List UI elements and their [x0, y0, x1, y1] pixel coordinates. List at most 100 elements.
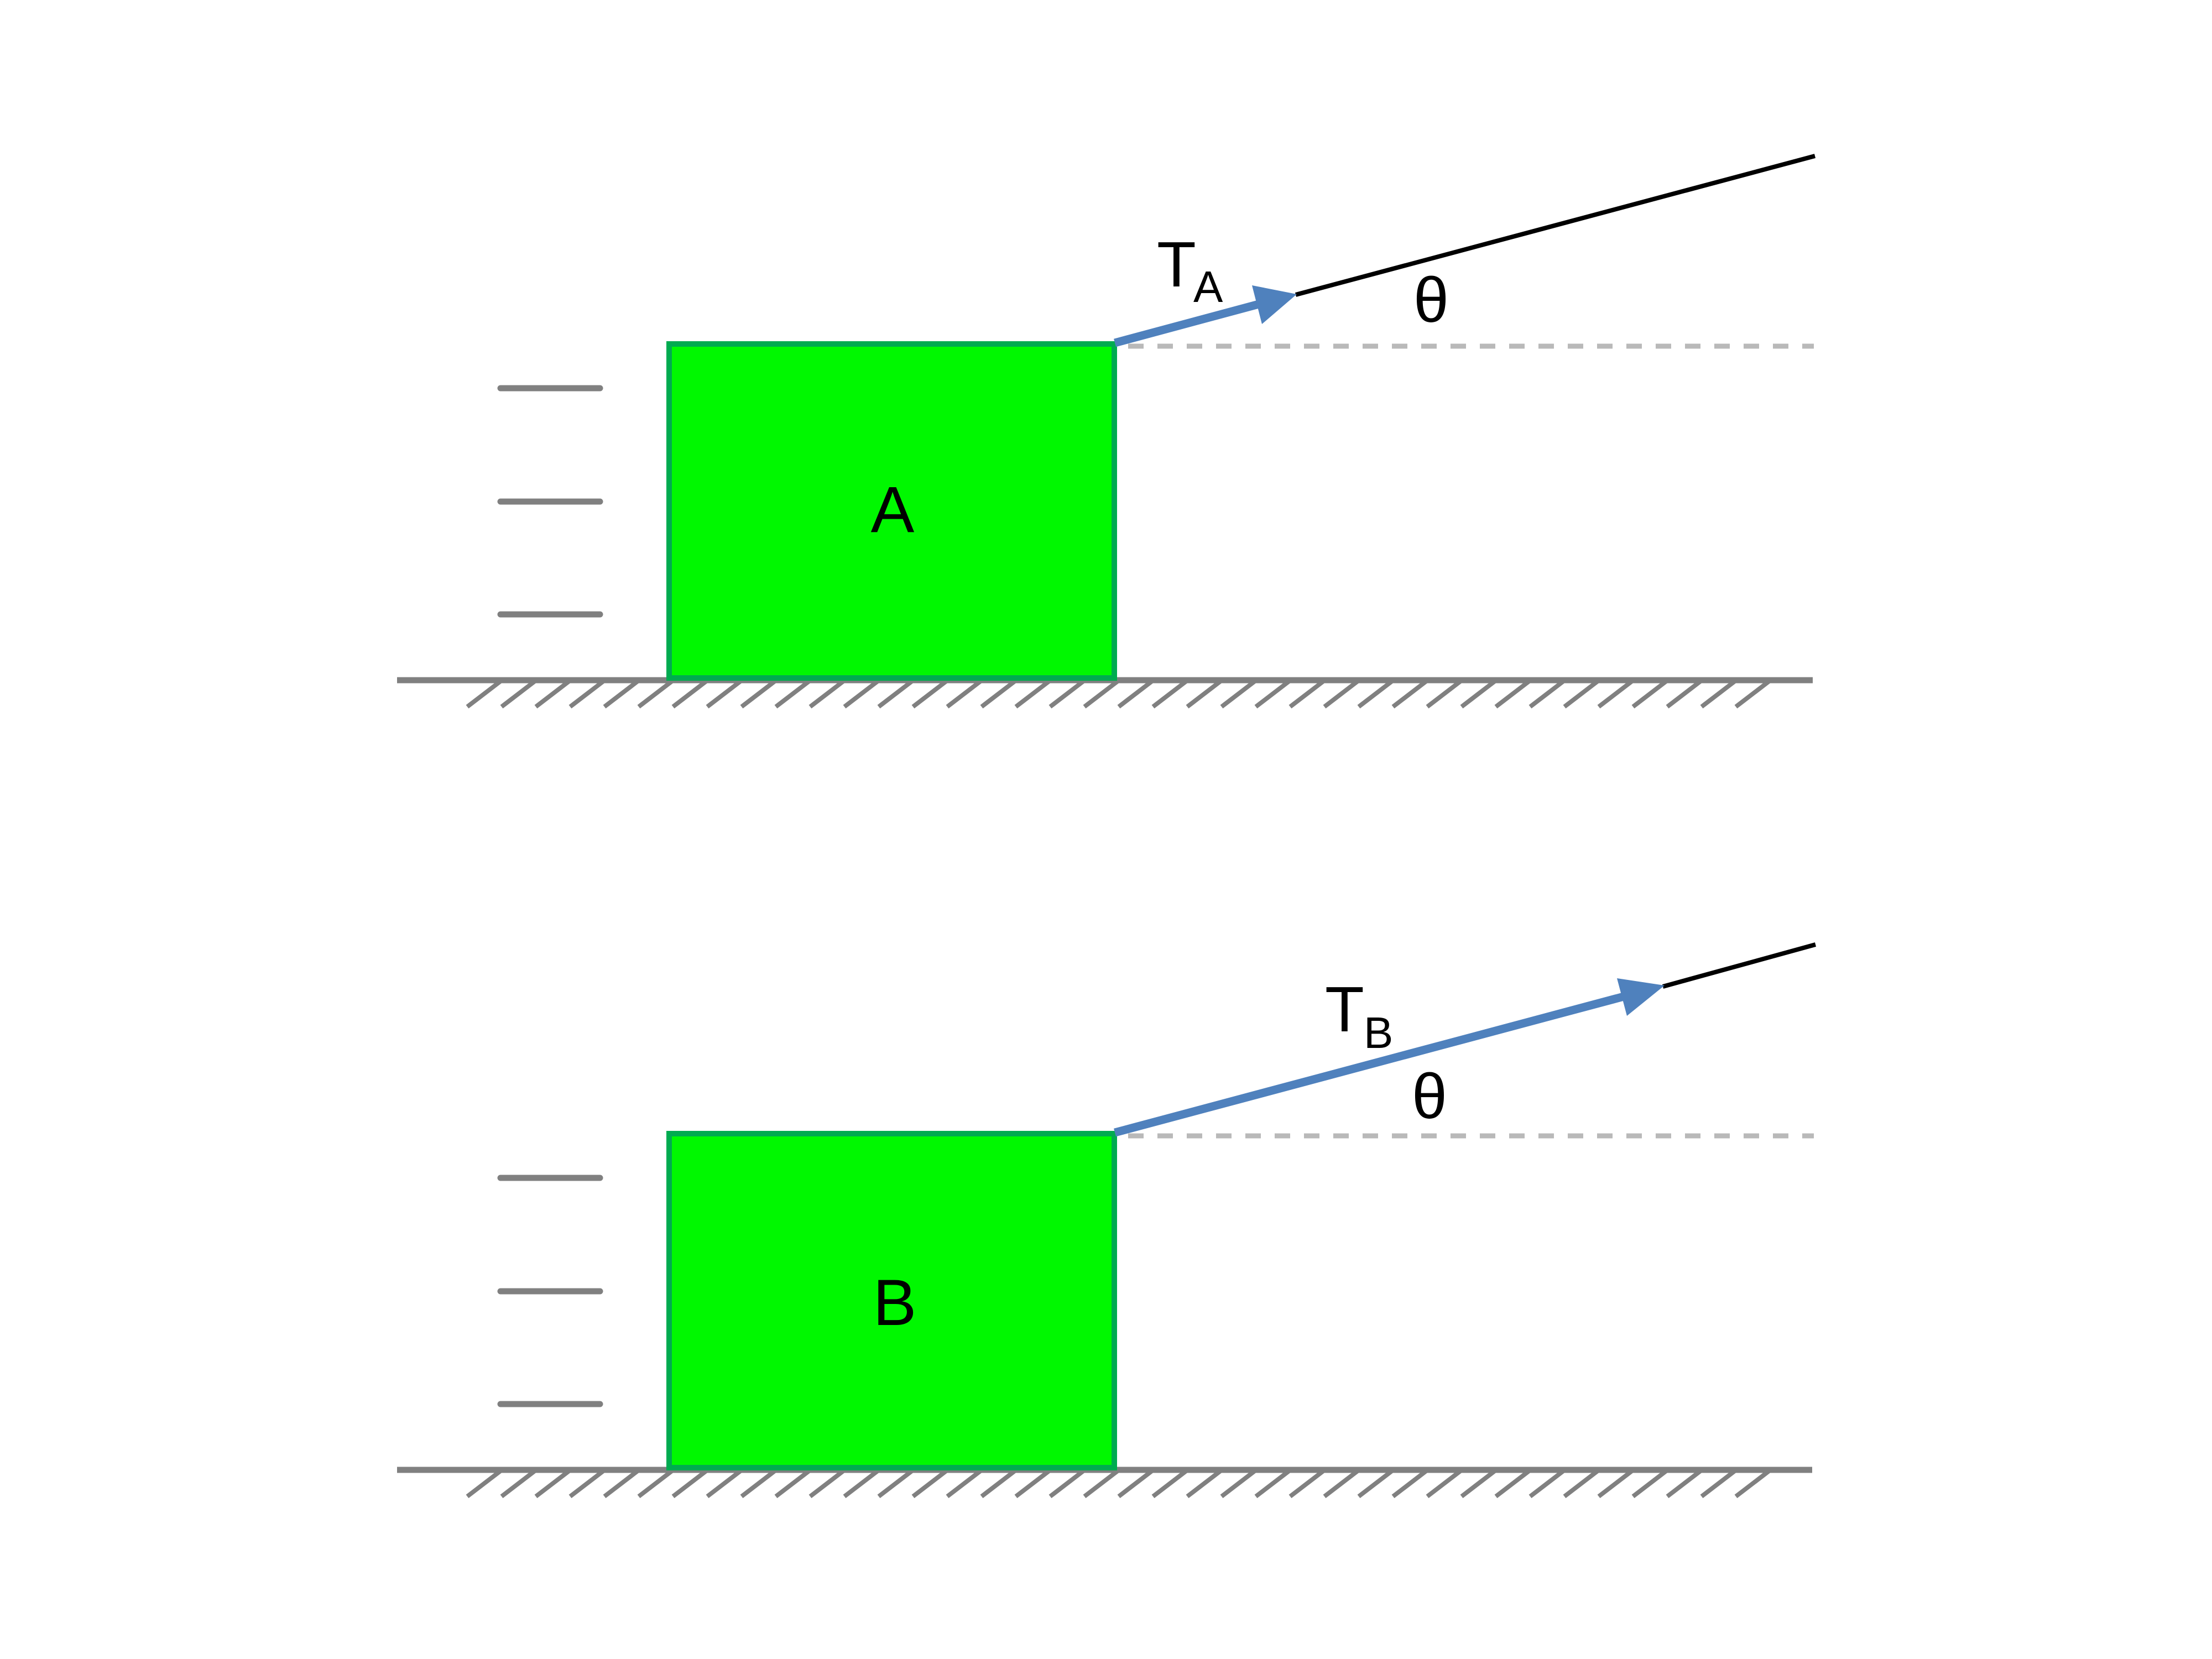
hatch-mark: [1151, 679, 1188, 709]
hatch-mark: [1734, 1469, 1771, 1499]
hatch-mark: [1083, 1469, 1119, 1499]
hatch-mark: [706, 1469, 742, 1499]
hatch-mark: [946, 1469, 982, 1499]
hatch-mark: [1048, 1469, 1085, 1499]
hatch-mark: [1631, 679, 1668, 709]
block-b: [666, 1131, 1117, 1470]
hatch-mark: [637, 1469, 674, 1499]
hatch-mark: [1563, 1469, 1599, 1499]
tension-arrow-a-shaft: [1114, 299, 1262, 347]
hatch-mark: [808, 679, 845, 709]
hatch-mark: [1494, 1469, 1531, 1499]
hatch-mark: [1666, 1469, 1702, 1499]
hatch-mark: [1014, 679, 1051, 709]
hatch-mark: [603, 679, 639, 709]
hatch-mark: [1426, 1469, 1462, 1499]
tension-label-b-main: T: [1325, 973, 1364, 1045]
hatch-mark: [1666, 679, 1702, 709]
hatch-mark: [877, 679, 914, 709]
tension-label-a-sub: A: [1193, 262, 1223, 311]
hatch-mark: [980, 679, 1016, 709]
hatch-mark: [1357, 679, 1394, 709]
hatch-mark: [671, 1469, 708, 1499]
tension-arrow-b-shaft: [1114, 992, 1627, 1137]
hatch-mark: [1220, 679, 1256, 709]
hatch-mark: [1254, 1469, 1291, 1499]
motion-dashes: [497, 1175, 603, 1407]
hatch-mark: [1117, 1469, 1154, 1499]
block-a: [666, 341, 1117, 681]
hatch-mark: [1631, 1469, 1668, 1499]
angle-label-b: θ: [1412, 1061, 1447, 1132]
hatch-mark: [1597, 679, 1634, 709]
rope-b: [1662, 942, 1817, 989]
diagram-block-a: A T A θ: [397, 154, 1816, 709]
hatch-mark: [1460, 679, 1496, 709]
hatch-mark: [1048, 679, 1085, 709]
hatch-mark: [946, 679, 982, 709]
tension-arrow-a-head: [1252, 285, 1297, 324]
hatch-mark: [740, 1469, 776, 1499]
hatch-mark: [1151, 1469, 1188, 1499]
tension-arrow-b: [1114, 978, 1665, 1137]
ground-hatching: [466, 679, 1771, 709]
hatch-mark: [637, 679, 674, 709]
hatch-mark: [843, 1469, 879, 1499]
hatch-mark: [1528, 679, 1565, 709]
hatch-mark: [1186, 1469, 1222, 1499]
hatch-mark: [500, 1469, 536, 1499]
hatch-mark: [1700, 1469, 1736, 1499]
block-b-label: B: [873, 1266, 917, 1339]
hatch-mark: [534, 1469, 571, 1499]
hatch-mark: [1288, 679, 1325, 709]
tension-label-a: T A: [1157, 228, 1223, 311]
angle-label-a: θ: [1413, 265, 1449, 336]
hatch-mark: [1014, 1469, 1051, 1499]
hatch-mark: [1700, 679, 1736, 709]
hatch-mark: [568, 1469, 605, 1499]
tension-label-b-sub: B: [1364, 1008, 1393, 1057]
tension-arrow-a: [1114, 285, 1297, 347]
hatch-mark: [1083, 679, 1119, 709]
hatch-mark: [1528, 1469, 1565, 1499]
hatch-mark: [1323, 1469, 1359, 1499]
hatch-mark: [740, 679, 776, 709]
hatch-mark: [1254, 679, 1291, 709]
hatch-mark: [603, 1469, 639, 1499]
block-a-label: A: [871, 473, 915, 546]
hatch-mark: [911, 679, 948, 709]
hatch-mark: [877, 1469, 914, 1499]
hatch-mark: [1391, 679, 1428, 709]
hatch-mark: [1597, 1469, 1634, 1499]
hatch-mark: [774, 1469, 811, 1499]
hatch-mark: [1357, 1469, 1394, 1499]
hatch-mark: [1426, 679, 1462, 709]
diagram-block-b: B T B θ: [397, 942, 1817, 1499]
hatch-mark: [1117, 679, 1154, 709]
hatch-mark: [466, 679, 502, 709]
hatch-mark: [500, 679, 536, 709]
motion-dashes: [497, 385, 603, 618]
ground-hatching: [466, 1469, 1771, 1499]
hatch-mark: [808, 1469, 845, 1499]
hatch-mark: [1494, 679, 1531, 709]
rope-a: [1295, 154, 1816, 297]
hatch-mark: [1288, 1469, 1325, 1499]
hatch-mark: [1391, 1469, 1428, 1499]
hatch-mark: [843, 679, 879, 709]
hatch-mark: [1734, 679, 1771, 709]
tension-arrow-b-head: [1617, 978, 1665, 1016]
hatch-mark: [466, 1469, 502, 1499]
tension-label-a-main: T: [1157, 228, 1196, 300]
hatch-mark: [1460, 1469, 1496, 1499]
hatch-mark: [1220, 1469, 1256, 1499]
hatch-mark: [568, 679, 605, 709]
hatch-mark: [774, 679, 811, 709]
tension-label-b: T B: [1325, 973, 1393, 1057]
hatch-mark: [534, 679, 571, 709]
hatch-mark: [1563, 679, 1599, 709]
hatch-mark: [671, 679, 708, 709]
hatch-mark: [1323, 679, 1359, 709]
hatch-mark: [1186, 679, 1222, 709]
